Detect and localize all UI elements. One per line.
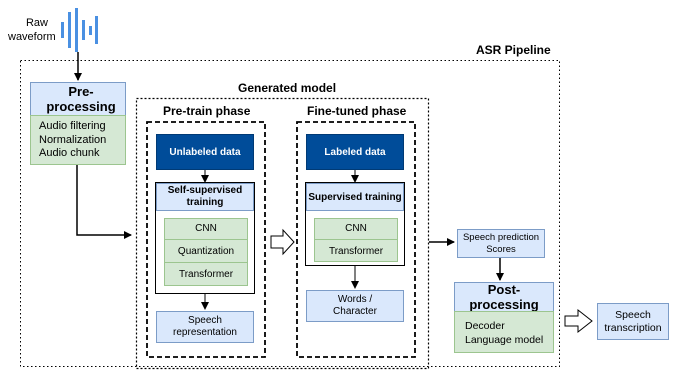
waveform-icon xyxy=(61,8,98,52)
pretrain-frame xyxy=(146,121,266,358)
finetune-frame xyxy=(296,121,416,358)
pretrain-title: Pre-train phase xyxy=(163,104,251,118)
postprocessing-steps-box: Decoder Language model xyxy=(454,311,554,353)
postprocessing-header: Post-processing xyxy=(454,282,554,312)
finetune-layer-transformer: Transformer xyxy=(328,245,384,257)
generated-model-title: Generated model xyxy=(238,81,337,95)
unlabeled-data-box: Unlabeled data xyxy=(156,134,254,170)
labeled-data-box: Labeled data xyxy=(306,134,404,170)
speech-representation-box: Speech representation xyxy=(156,311,254,343)
pretrain-layers-group xyxy=(164,218,248,286)
speech-transcription-box: Speech transcription xyxy=(597,303,669,340)
pretrain-layer-quantization: Quantization xyxy=(164,240,248,263)
hollow-arrow-output xyxy=(564,308,593,334)
hollow-arrow-phases xyxy=(270,228,295,256)
supervised-training-box: Supervised training xyxy=(306,183,404,211)
self-supervised-training-box: Self-supervised training xyxy=(156,183,254,211)
preprocessing-header: Pre-processing xyxy=(30,82,126,116)
finetune-layers-group xyxy=(314,218,398,262)
postprocessing-title: Post-processing xyxy=(469,282,539,312)
labeled-data-label: Labeled data xyxy=(324,146,386,158)
arrow-preprocessing-to-model xyxy=(76,165,132,239)
generated-model-frame xyxy=(135,97,430,370)
asr-pipeline-frame xyxy=(20,60,560,367)
preprocessing-steps: Audio filtering Normalization Audio chun… xyxy=(39,120,107,159)
pretrain-layer-transformer: Transformer xyxy=(178,269,234,280)
speech-prediction-box: Speech prediction Scores xyxy=(457,229,545,258)
finetune-title: Fine-tuned phase xyxy=(307,104,407,118)
words-character-box: Words / Character xyxy=(306,290,404,322)
unlabeled-data-label: Unlabeled data xyxy=(169,146,241,158)
pretrain-layer-cnn: CNN xyxy=(164,218,248,240)
preprocessing-title: Pre-processing xyxy=(46,84,116,114)
asr-pipeline-title: ASR Pipeline xyxy=(476,43,551,57)
finetune-layer-cnn: CNN xyxy=(314,218,398,240)
postprocessing-steps: Decoder Language model xyxy=(465,320,544,346)
preprocessing-steps-box: Audio filtering Normalization Audio chun… xyxy=(30,115,126,165)
raw-waveform-label: Raw waveform xyxy=(8,17,56,43)
